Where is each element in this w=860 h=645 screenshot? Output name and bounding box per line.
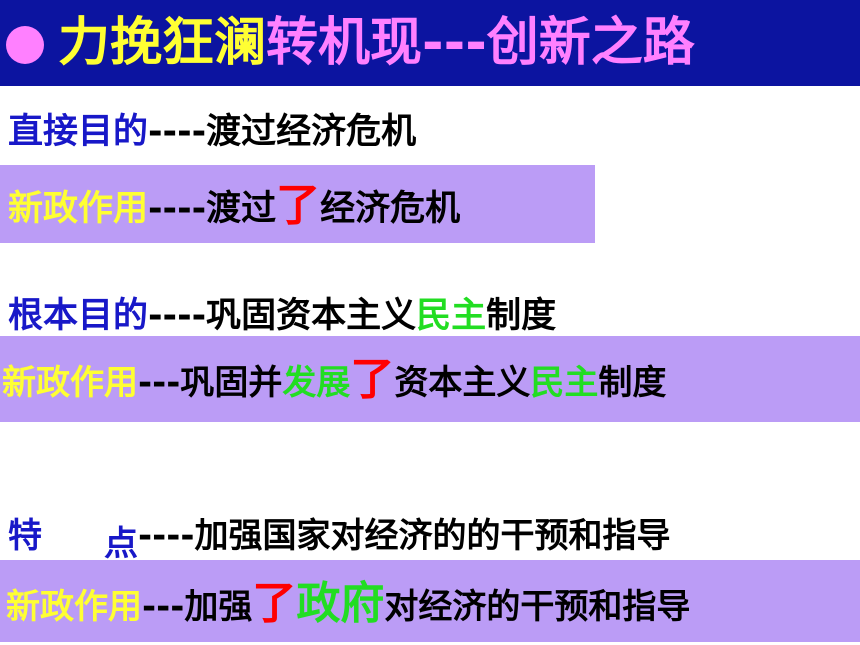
- effect-le-1: 了: [276, 180, 321, 231]
- slide-title: 力挽狂澜转机现---创新之路: [58, 10, 695, 76]
- fundamental-goal-text-2: 制度: [486, 296, 557, 336]
- effect-dash-3: ---: [142, 587, 185, 627]
- effect-band-3: [0, 560, 860, 642]
- effect-green-3: 政府: [296, 578, 385, 629]
- effect-line-2: 新政作用---巩固并发展了资本主义民主制度: [2, 356, 666, 407]
- effect-green-2a: 发展: [282, 363, 351, 403]
- feature-dash: ----: [138, 516, 195, 556]
- effect-line-3: 新政作用---加强了政府对经济的干预和指导: [6, 580, 690, 631]
- effect-text-3b: 对经济的干预和指导: [384, 587, 691, 627]
- effect-label-2: 新政作用: [2, 363, 138, 403]
- fundamental-goal-line: 根本目的----巩固资本主义民主制度: [8, 292, 556, 340]
- feature-text: 加强国家对经济的的干预和指导: [194, 516, 671, 556]
- fundamental-goal-dash: ----: [148, 296, 207, 336]
- direct-goal-dash: ----: [148, 112, 207, 152]
- direct-goal-text: 渡过经济危机: [206, 112, 417, 152]
- effect-dash-2: ---: [138, 363, 181, 403]
- feature-line: 特 点----加强国家对经济的的干预和指导: [8, 512, 671, 564]
- fundamental-goal-label: 根本目的: [8, 296, 149, 336]
- feature-char-1: 特: [8, 516, 42, 556]
- direct-goal-label: 直接目的: [8, 112, 149, 152]
- title-dash: ---: [422, 13, 487, 73]
- effect-text-3a: 加强: [184, 587, 253, 627]
- effect-text-1a: 渡过: [206, 189, 277, 229]
- fundamental-goal-text-1: 巩固资本主义: [206, 296, 417, 336]
- effect-text-2a: 巩固并: [180, 363, 283, 403]
- effect-band-1: [0, 165, 595, 243]
- effect-le-3: 了: [252, 578, 297, 629]
- effect-band-2: [0, 336, 860, 422]
- effect-line-1: 新政作用----渡过了经济危机: [8, 182, 460, 233]
- effect-label-1: 新政作用: [8, 189, 149, 229]
- bullet-icon: [6, 26, 44, 64]
- direct-goal-line: 直接目的----渡过经济危机: [8, 108, 416, 156]
- effect-le-2: 了: [350, 354, 395, 405]
- effect-label-3: 新政作用: [6, 587, 142, 627]
- effect-green-2b: 民主: [530, 363, 599, 403]
- effect-text-2c: 制度: [598, 363, 667, 403]
- title-part-3: 创新之路: [486, 13, 695, 73]
- effect-text-1b: 经济危机: [320, 189, 461, 229]
- effect-dash-1: ----: [148, 189, 207, 229]
- feature-char-2: 点: [104, 524, 138, 564]
- title-banner: 力挽狂澜转机现---创新之路: [0, 0, 860, 86]
- fundamental-goal-green: 民主: [416, 296, 487, 336]
- title-part-1: 力挽狂澜: [58, 13, 267, 73]
- title-part-2: 转机现: [266, 13, 423, 73]
- effect-text-2b: 资本主义: [394, 363, 531, 403]
